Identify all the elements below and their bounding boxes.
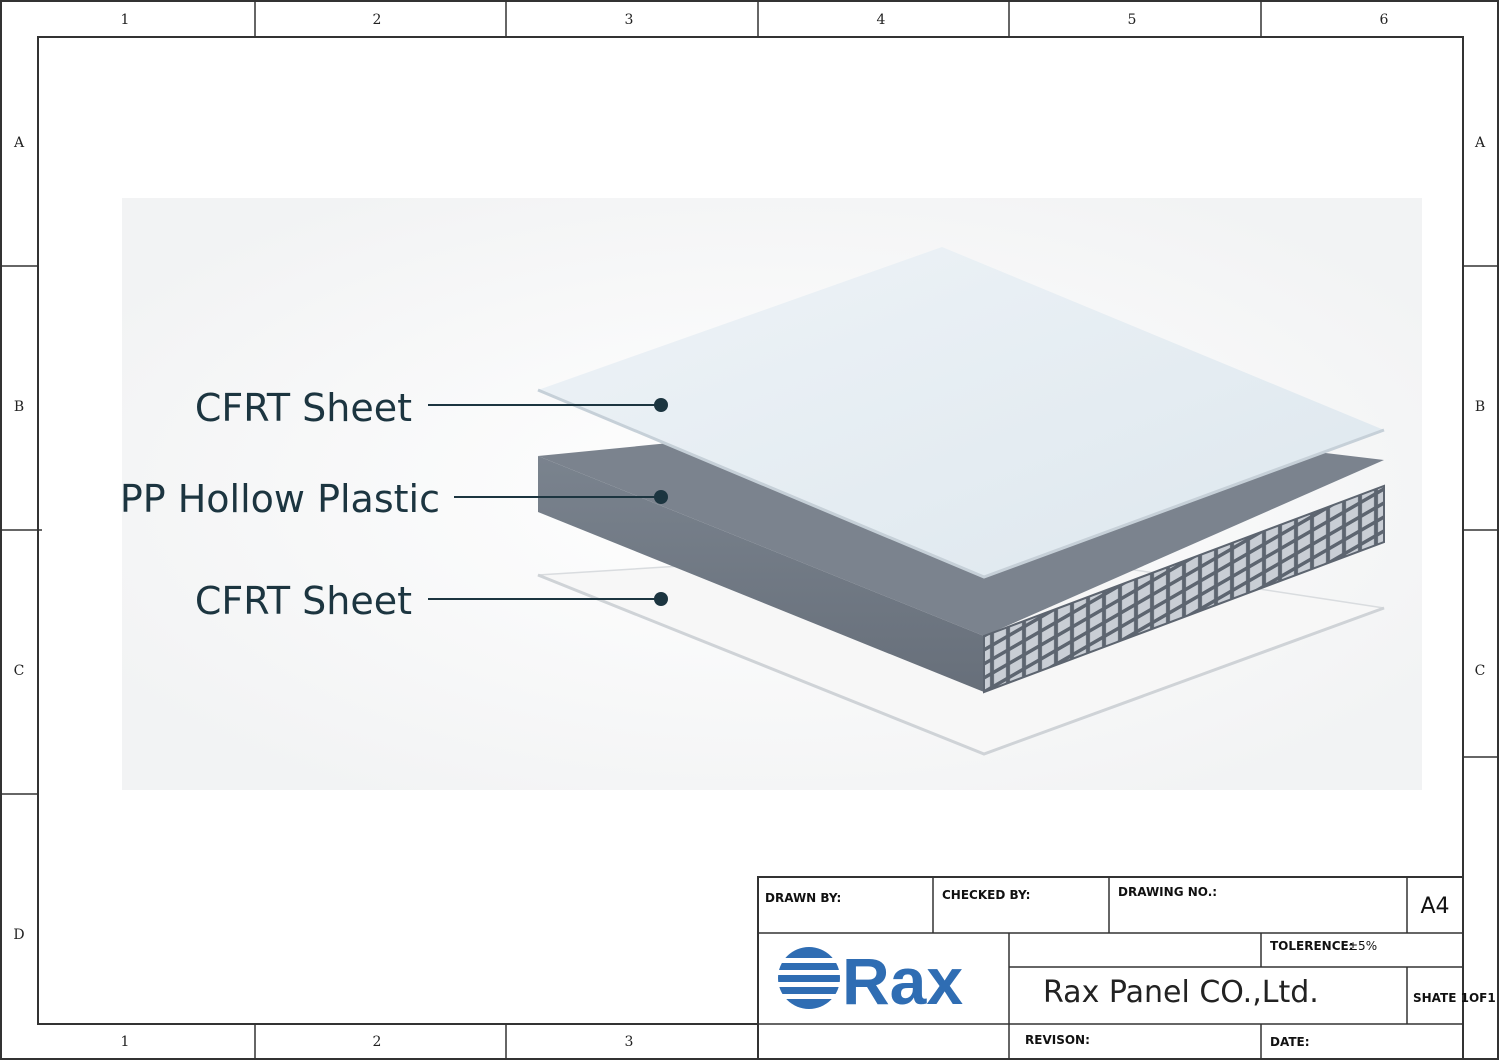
column-labels-bottom: 1 2 3 [121, 1034, 634, 1050]
callout-label: PP Hollow Plastic [120, 477, 440, 521]
row-label: B [14, 399, 24, 415]
col-label: 5 [1128, 12, 1137, 28]
col-label: 2 [373, 12, 382, 28]
callout-label: CFRT Sheet [195, 579, 412, 623]
row-label: C [1475, 663, 1486, 679]
row-labels-left: A B C D [13, 135, 25, 943]
col-label: 4 [877, 12, 886, 28]
tolerance-label: TOLERENCE: [1270, 939, 1354, 953]
col-label: 1 [121, 1034, 130, 1050]
row-dividers [1, 265, 1498, 795]
callout-dot [654, 592, 668, 606]
revision-label: REVISON: [1025, 1033, 1090, 1047]
callout-core: PP Hollow Plastic [120, 477, 668, 521]
callout-top-sheet: CFRT Sheet [195, 386, 668, 430]
drawing-no-label: DRAWING NO.: [1118, 885, 1217, 899]
drawn-by-label: DRAWN BY: [765, 891, 841, 905]
callout-bottom-sheet: CFRT Sheet [195, 579, 668, 623]
col-label: 6 [1380, 12, 1389, 28]
row-label: D [13, 927, 24, 943]
checked-by-label: CHECKED BY: [942, 888, 1030, 902]
tolerance-value: ±5% [1348, 939, 1377, 953]
paper-size: A4 [1420, 894, 1449, 919]
top-cfrt-sheet [537, 247, 1385, 579]
rax-logo: Rax [776, 944, 963, 1018]
row-label: B [1475, 399, 1485, 415]
row-label: C [14, 663, 25, 679]
globe-icon [776, 947, 842, 1009]
col-label: 3 [625, 12, 634, 28]
row-label: A [13, 135, 25, 151]
column-labels-top: 1 2 3 4 5 6 [121, 12, 1389, 28]
callout-label: CFRT Sheet [195, 386, 412, 430]
date-label: DATE: [1270, 1035, 1310, 1049]
title-block: DRAWN BY: CHECKED BY: DRAWING NO.: A4 TO… [757, 876, 1496, 1060]
sheet-number: SHATE 1OF1 [1413, 991, 1496, 1005]
row-label: A [1474, 135, 1486, 151]
row-labels-right: A B C [1474, 135, 1486, 679]
callout-dot [654, 490, 668, 504]
col-label: 3 [625, 1034, 634, 1050]
company-name: Rax Panel CO.,Ltd. [1043, 975, 1319, 1010]
col-label: 2 [373, 1034, 382, 1050]
logo-text: Rax [842, 944, 963, 1018]
col-label: 1 [121, 12, 130, 28]
callout-dot [654, 398, 668, 412]
